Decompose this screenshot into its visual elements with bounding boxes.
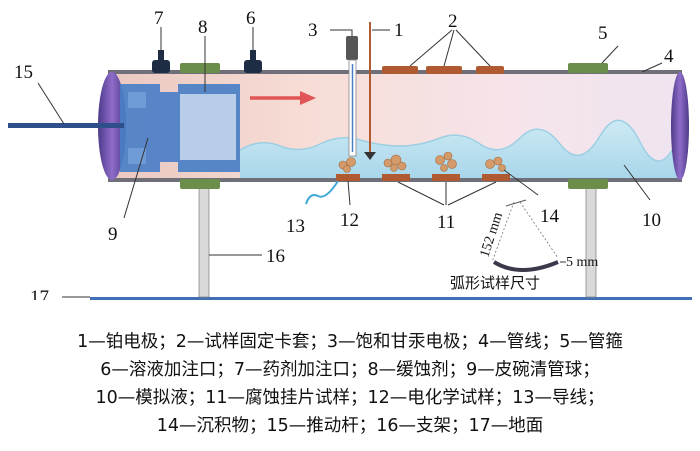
push-rod: [8, 123, 124, 128]
legend-line-1: 1—铂电极；2—试样固定卡套；3—饱和甘汞电极；4—管线；5—管箍: [77, 332, 623, 352]
solution-port-neck: [250, 50, 256, 62]
inset-thickness-dim: 5 mm: [566, 255, 598, 270]
leader-2a: [409, 29, 453, 67]
collar-right-top: [568, 63, 608, 73]
label-4: 4: [664, 46, 674, 67]
leader-4: [641, 62, 663, 73]
leader-15: [37, 82, 65, 125]
flow-arrow-head: [300, 91, 316, 105]
legend-line-4: 14—沉积物；15—推动杆；16—支架；17—地面: [156, 416, 544, 436]
leader-14: [503, 169, 539, 196]
leader-5: [601, 45, 619, 64]
label-5: 5: [598, 23, 608, 44]
inset-title: 弧形试样尺寸: [450, 274, 540, 292]
label-7: 7: [154, 8, 164, 29]
pig-cup-mark-bottom: [128, 148, 146, 164]
inset-arc-guide: [505, 199, 527, 207]
support-left: [198, 184, 210, 298]
leader-11a: [397, 181, 445, 206]
label-8: 8: [198, 17, 208, 38]
corrosion-coupon-3: [482, 174, 510, 181]
label-12: 12: [340, 210, 359, 231]
clamp-top-2: [426, 66, 462, 74]
calomel-electrode-head: [346, 36, 358, 60]
collar-left-top: [180, 63, 220, 73]
leader-9: [123, 137, 149, 219]
pig-cup-mark-top: [128, 92, 146, 108]
leader-11c: [447, 181, 497, 206]
platinum-electrode-tip: [364, 152, 376, 160]
pipe-end-right: [671, 72, 689, 180]
ground-surface: [90, 297, 692, 300]
support-right: [585, 184, 597, 298]
lead-wire: [305, 180, 339, 205]
label-15: 15: [14, 62, 33, 83]
inhibitor-block: [180, 94, 236, 160]
label-2: 2: [448, 11, 458, 32]
inset-length-dim: 152 mm: [478, 210, 507, 259]
label-1: 1: [394, 20, 404, 41]
electrochemical-specimen: [336, 174, 360, 181]
clamp-top-1: [382, 66, 418, 74]
leader-2b: [443, 29, 455, 67]
label-11: 11: [437, 212, 455, 233]
legend-line-2: 6—溶液加注口；7—药剂加注口；8—缓蚀剂；9—皮碗清管球；: [100, 360, 600, 380]
legend-line-3: 10—模拟液；11—腐蚀挂片试样；12—电化学试样；13—导线；: [95, 388, 605, 408]
deposits: [338, 151, 506, 173]
label-13: 13: [286, 216, 305, 237]
clamp-top-3: [476, 66, 504, 74]
label-9: 9: [108, 224, 118, 245]
leader-3: [330, 29, 353, 36]
inset-dim-line-right: [519, 201, 559, 259]
solution-injection-port: [244, 60, 262, 73]
label-6: 6: [246, 8, 256, 29]
collar-right-bottom: [568, 179, 608, 189]
leader-10: [623, 164, 651, 201]
label-10: 10: [642, 210, 661, 231]
leader-2c: [455, 29, 491, 67]
drug-port-neck: [158, 50, 164, 62]
inset-dim-line-left: [491, 201, 515, 263]
label-3: 3: [308, 20, 318, 41]
corrosion-coupon-2: [432, 174, 460, 181]
collar-left-bottom: [180, 179, 220, 189]
drug-injection-port: [152, 60, 170, 73]
label-16: 16: [266, 246, 285, 267]
leader-12: [347, 180, 351, 206]
liquid-wave-line: [239, 119, 679, 162]
pipeline-diagram: 17 16 15 5 7 6 8 4 9 3 1: [8, 8, 692, 300]
label-17: 17: [30, 287, 49, 300]
label-14: 14: [540, 206, 560, 227]
corrosion-coupon-1: [382, 174, 410, 181]
arc-specimen: [492, 260, 559, 272]
